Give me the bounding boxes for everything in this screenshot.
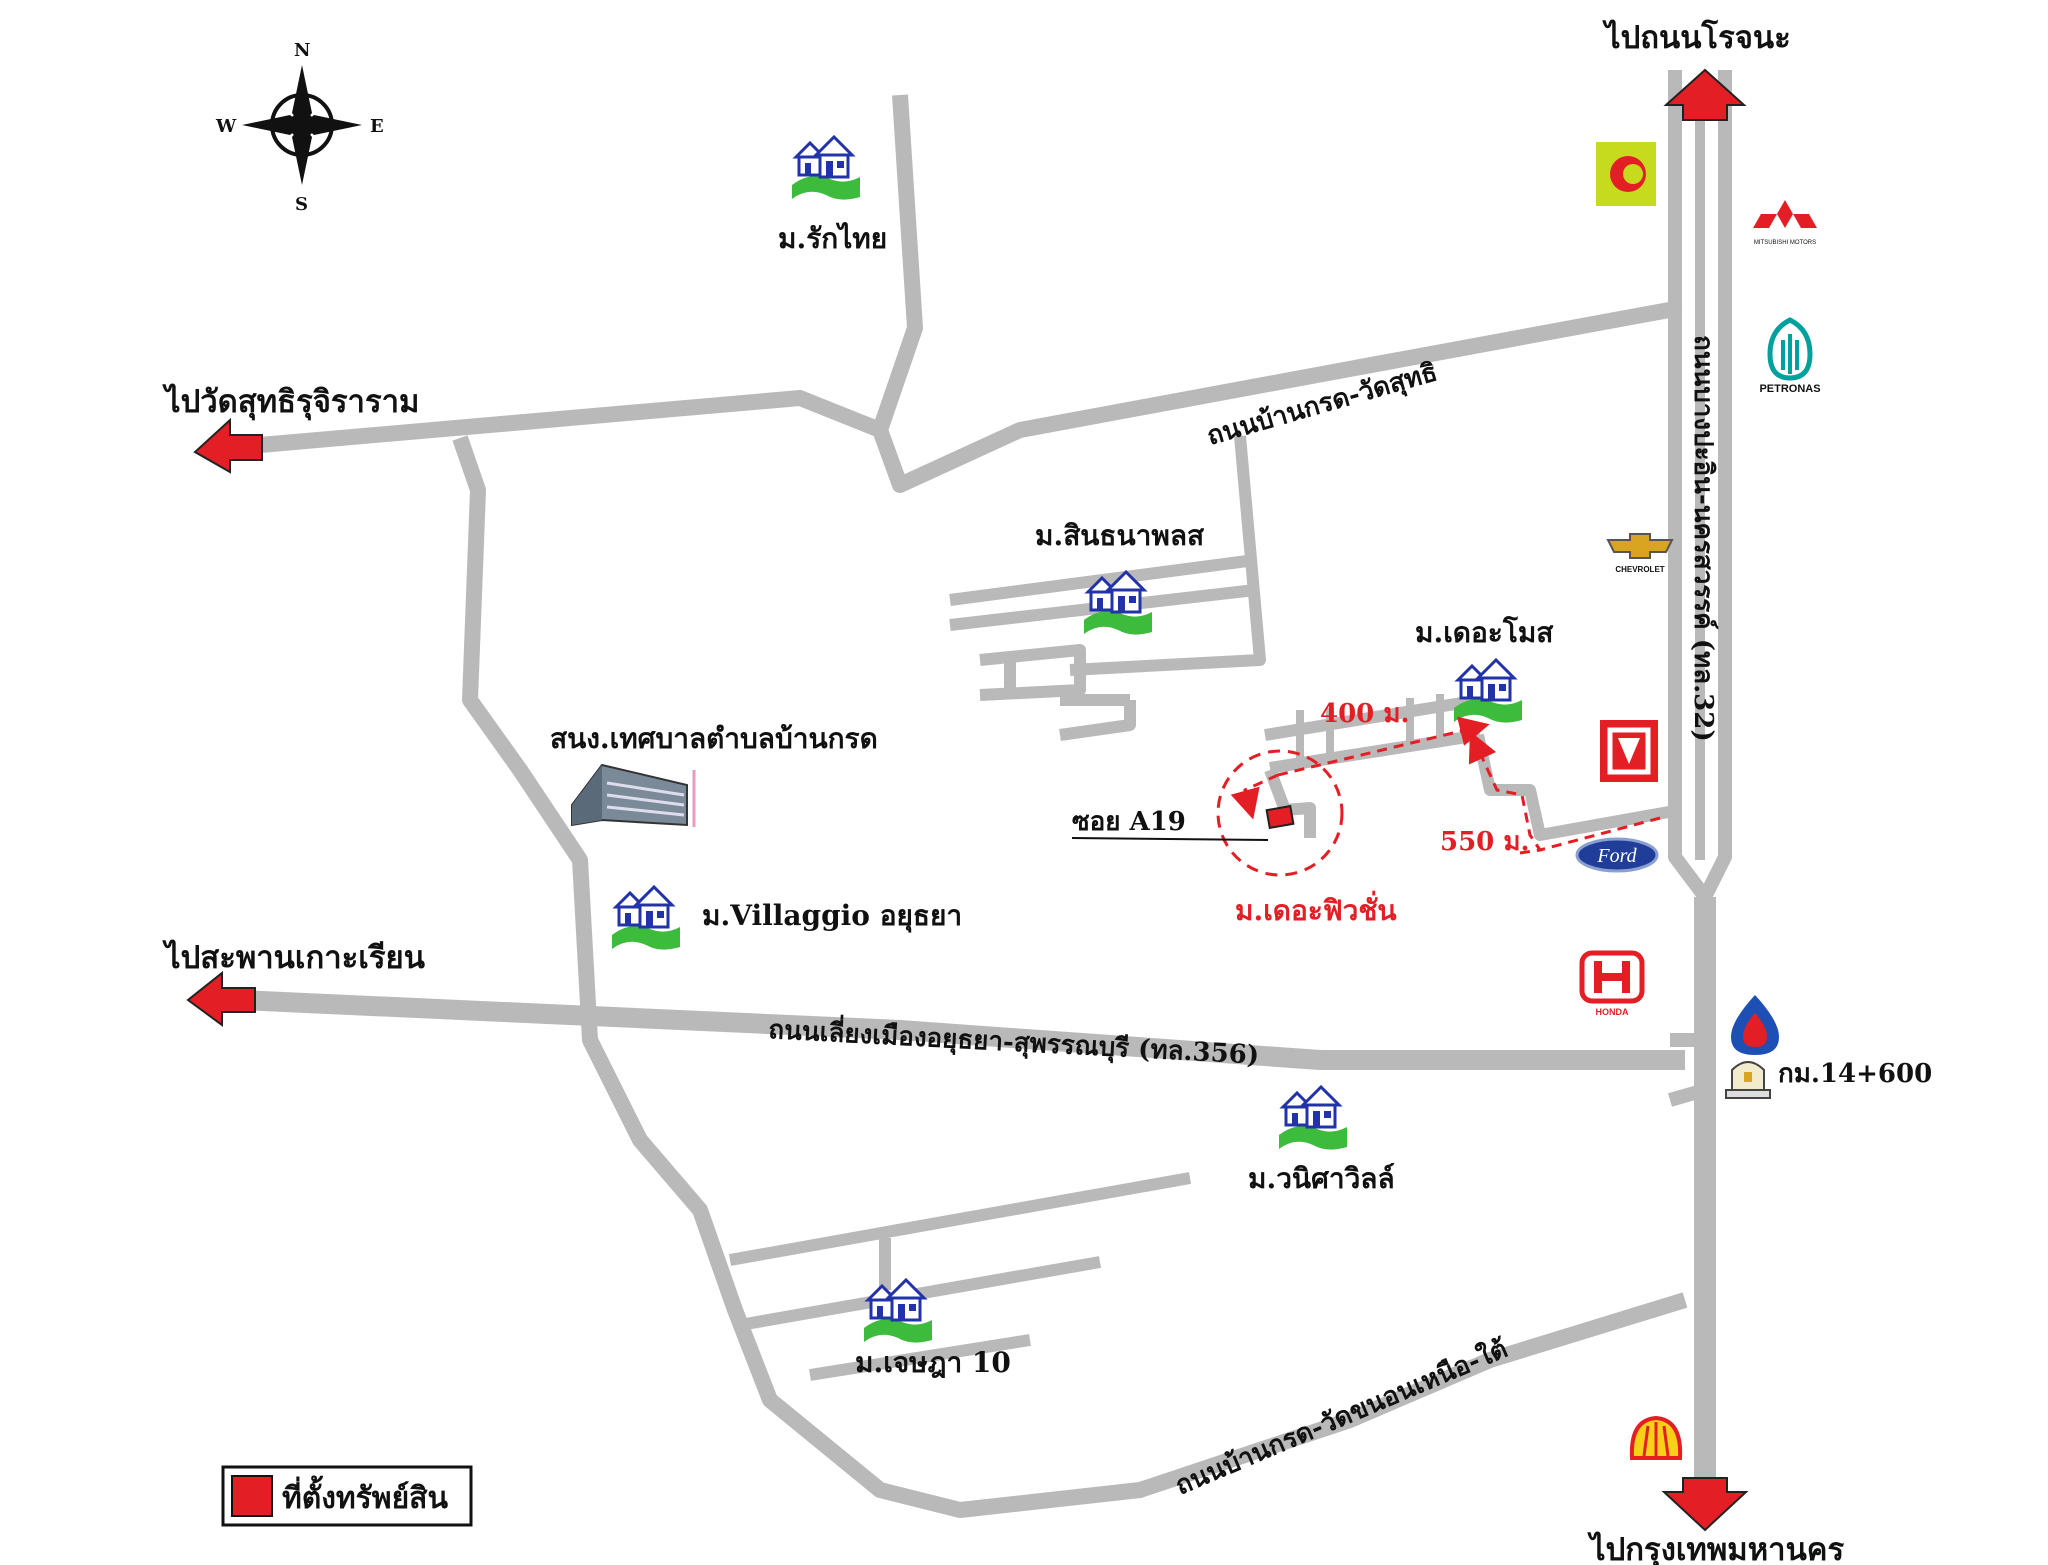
mitsubishi-label: MITSUBISHI MOTORS xyxy=(1754,240,1816,246)
mitsubishi-logo-icon: MITSUBISHI MOTORS xyxy=(1753,200,1817,246)
place-rak-thai: ม.รักไทย xyxy=(778,222,887,255)
house-icon-rak-thai xyxy=(790,135,862,202)
petronas-label: PETRONAS xyxy=(1759,383,1820,395)
direction-to-south: ไปกรุงเทพมหานคร xyxy=(1587,1531,1844,1565)
property-marker xyxy=(1265,804,1295,830)
building-icon xyxy=(571,763,696,827)
isuzu-logo-icon xyxy=(1600,720,1658,782)
compass-rose-icon xyxy=(242,65,362,185)
arrow-west-top xyxy=(193,417,263,474)
ford-logo-icon: Ford xyxy=(1575,837,1659,873)
honda-label: HONDA xyxy=(1596,1007,1629,1017)
legend-swatch xyxy=(231,1475,273,1517)
road-network xyxy=(239,70,1732,1518)
km-marker-label: กม.14+600 xyxy=(1778,1059,1932,1089)
km-post-icon xyxy=(1725,1061,1771,1099)
house-icon-the-moss xyxy=(1452,658,1524,725)
arrow-north xyxy=(1663,68,1747,121)
direction-to-west-mid: ไปสะพานเกาะเรียน xyxy=(162,939,425,976)
house-icon-villaggio xyxy=(610,885,682,952)
route-path-to-property xyxy=(1230,773,1279,820)
property-highlight-circle xyxy=(1216,749,1344,877)
route-path-400m xyxy=(1277,716,1490,777)
honda-logo-icon: HONDA xyxy=(1579,950,1645,1017)
soi-pointer-line xyxy=(1071,837,1269,841)
place-wanisa-ville: ม.วนิศาวิลล์ xyxy=(1248,1162,1395,1195)
compass-south: S xyxy=(295,194,308,215)
legend: ที่ตั้งทรัพย์สิน xyxy=(221,1465,473,1527)
compass-west: W xyxy=(215,116,237,137)
bigc-logo-icon xyxy=(1596,142,1656,206)
direction-to-north: ไปถนนโรจนะ xyxy=(1602,19,1791,56)
road-label-highway-32: ถนนบางปะอิน-นครสวรรค์ (ทล.32) xyxy=(1688,335,1719,742)
place-chaiyapruek: ม.เจษฎา 10 xyxy=(855,1346,1011,1379)
compass-north: N xyxy=(294,40,310,61)
soi-label: ซอย A19 xyxy=(1072,807,1186,837)
place-the-fusion: ม.เดอะฟิวชั่น xyxy=(1235,890,1397,927)
chevrolet-label: CHEVROLET xyxy=(1615,565,1664,574)
compass-east: E xyxy=(370,116,384,137)
legend-label: ที่ตั้งทรัพย์สิน xyxy=(282,1475,448,1516)
shell-logo-icon xyxy=(1629,1415,1683,1460)
ptt-logo-icon xyxy=(1731,995,1779,1055)
road-label-bypass-356: ถนนเลี่ยงเมืองอยุธยา-สุพรรณบุรี (ทล.356) xyxy=(768,1010,1261,1072)
arrow-south xyxy=(1661,1477,1749,1532)
place-villaggio: ม.Villaggio อยุธยา xyxy=(702,899,962,933)
place-municipal-office: สนง.เทศบาลตำบลบ้านกรด xyxy=(550,722,878,755)
direction-to-west-top: ไปวัดสุทธิรุจิราราม xyxy=(162,383,419,421)
place-the-moss: ม.เดอะโมส xyxy=(1415,615,1554,649)
ford-label: Ford xyxy=(1596,845,1637,867)
chevrolet-logo-icon: CHEVROLET xyxy=(1606,533,1674,574)
distance-550m: 550 ม. xyxy=(1440,827,1530,857)
petronas-logo-icon: PETRONAS xyxy=(1759,317,1821,395)
road-label-ban-krot-wat-khanon: ถนนบ้านกรด-วัดขนอนเหนือ-ใต้ xyxy=(1171,1333,1512,1501)
route-path-550m-start xyxy=(1539,816,1661,852)
route-path-550m xyxy=(1468,731,1543,855)
place-sinthana-place: ม.สินธนาพลส xyxy=(1035,519,1205,552)
arrow-west-mid xyxy=(186,970,256,1027)
house-icon-wanisa-ville xyxy=(1277,1085,1349,1152)
distance-400m: 400 ม. xyxy=(1320,699,1410,729)
